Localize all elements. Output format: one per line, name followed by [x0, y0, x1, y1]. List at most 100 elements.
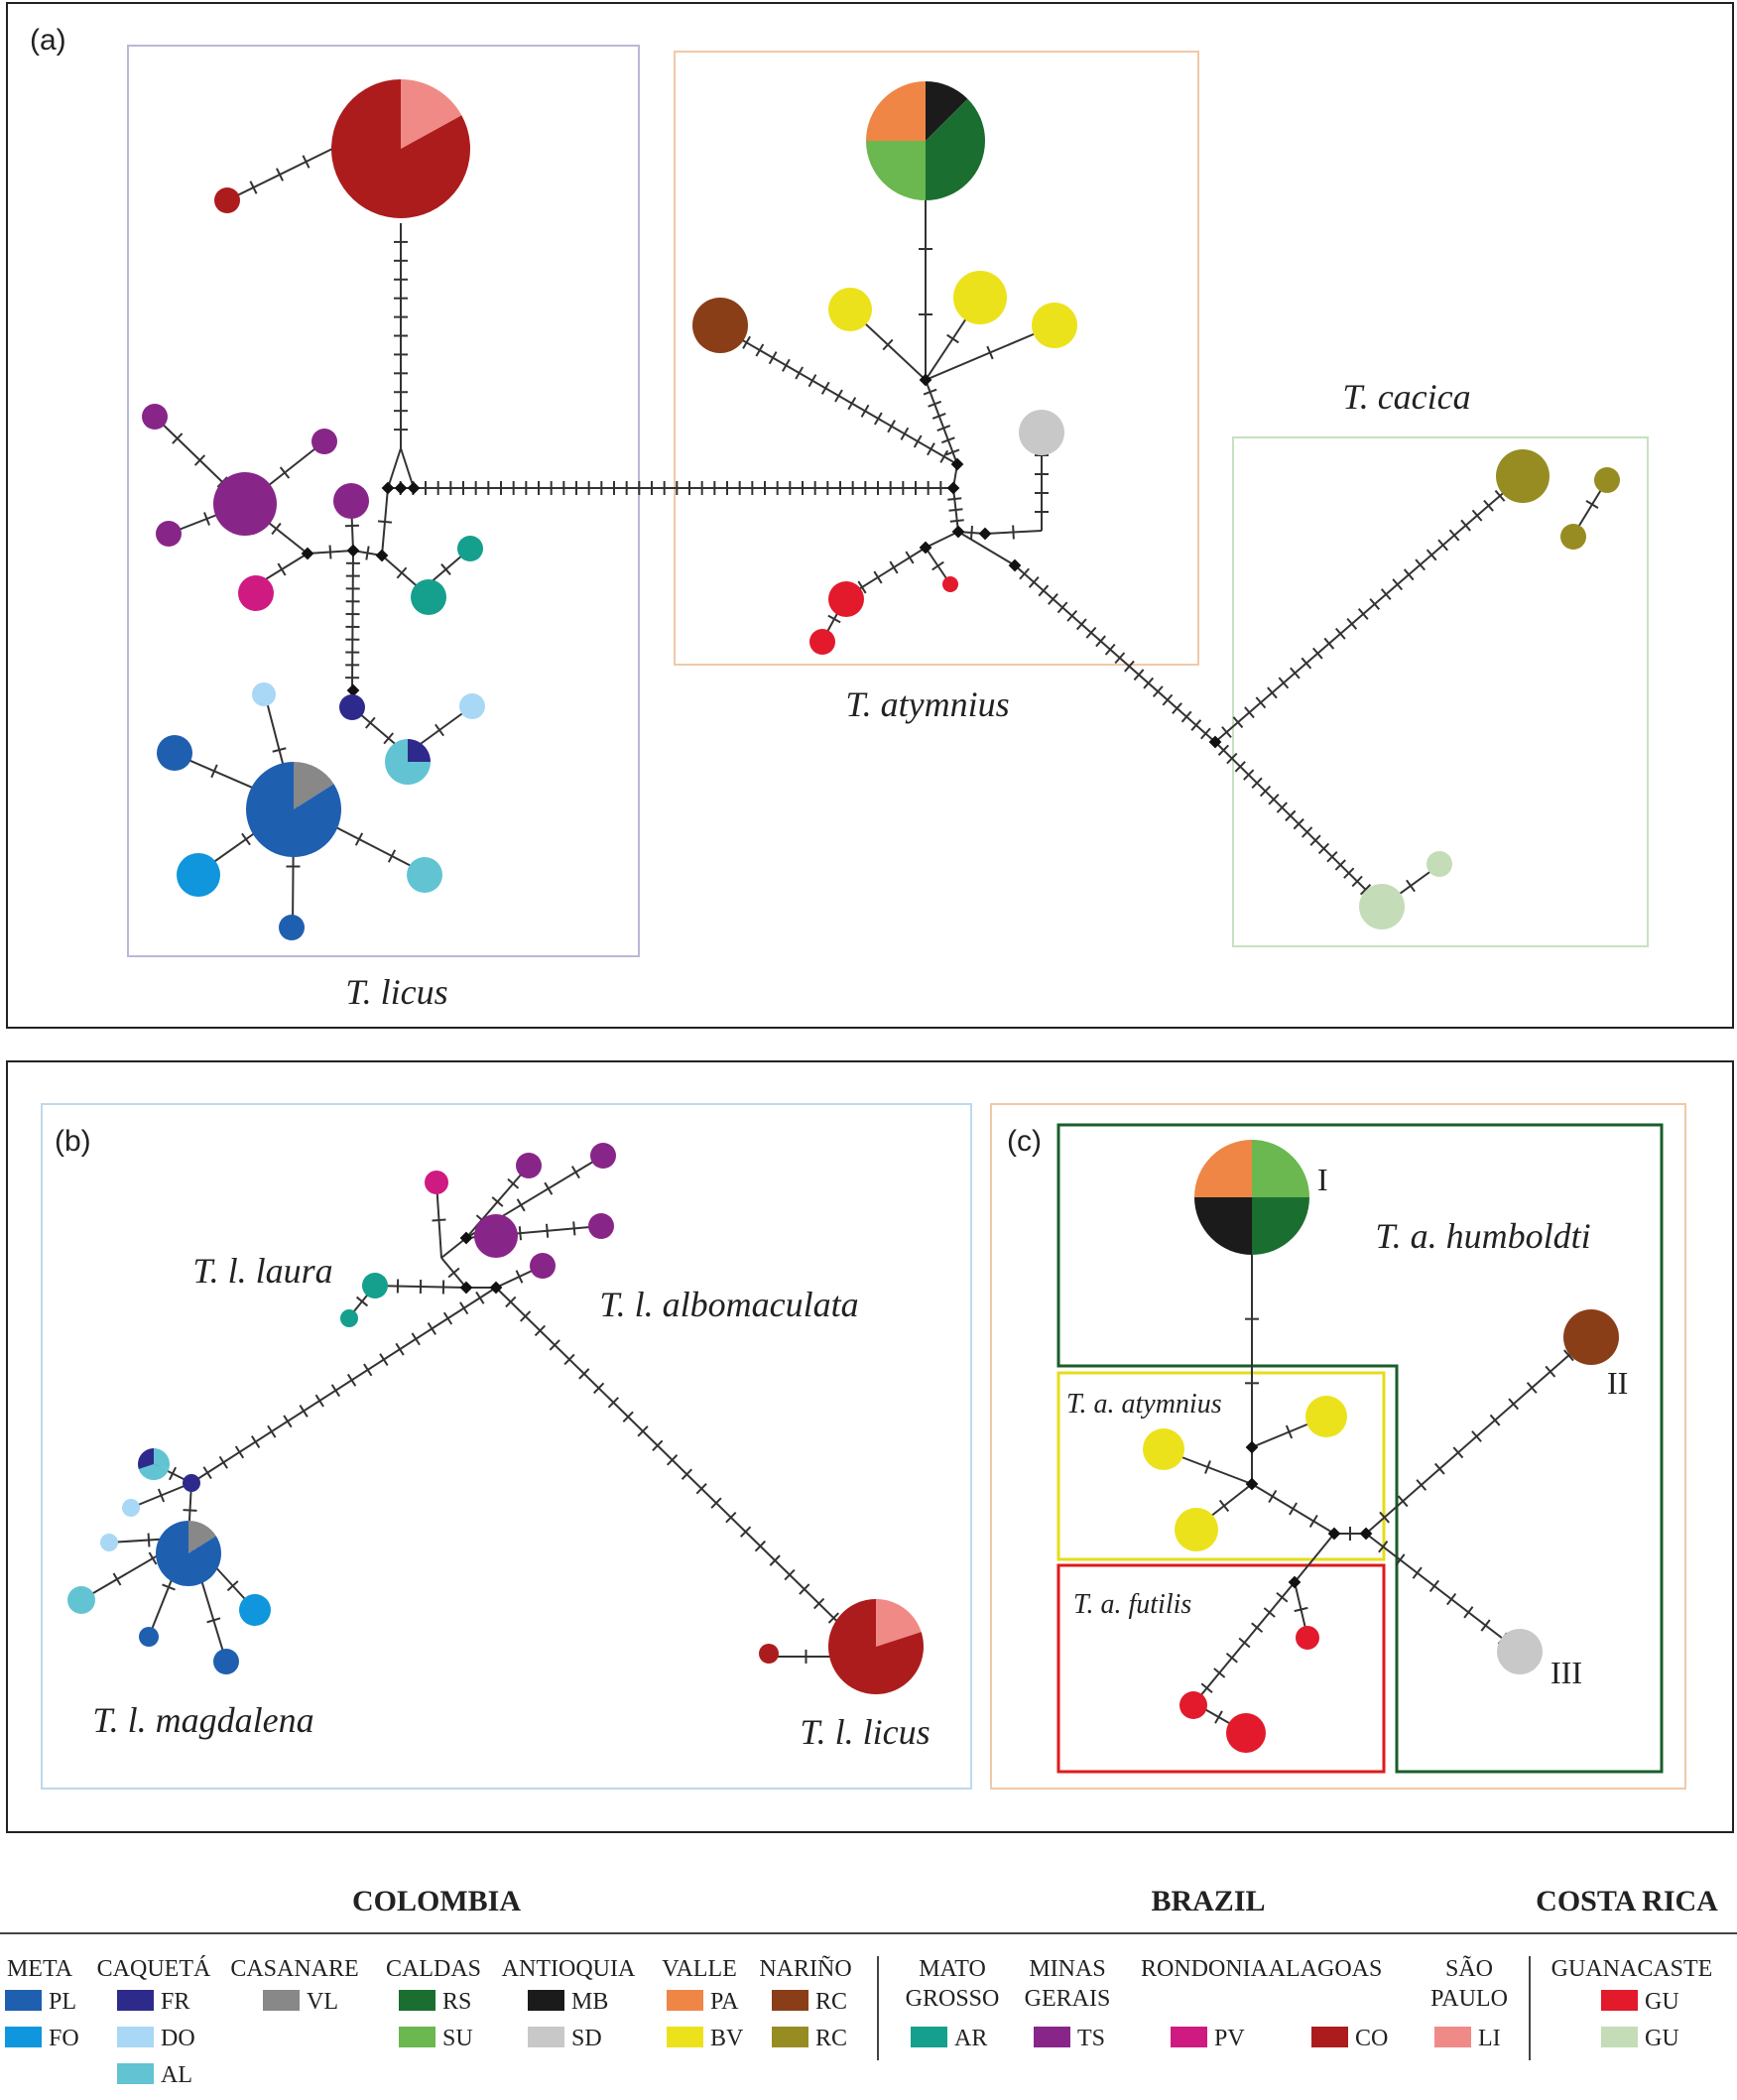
mutation-tick [148, 1551, 158, 1565]
mutation-tick [1302, 826, 1313, 838]
haplotype-pie-slice [866, 141, 926, 200]
mutation-tick [1172, 702, 1182, 715]
mutation-tick [945, 448, 960, 456]
mutation-tick [948, 508, 963, 512]
mutation-tick [1217, 744, 1230, 756]
legend-region-name: RONDONIA [1141, 1956, 1269, 1982]
legend-swatch [772, 1990, 808, 2011]
mutation-tick [939, 449, 949, 463]
label-t-l-magdalena: T. l. magdalena [92, 1700, 313, 1740]
haplotype-node [530, 1253, 556, 1279]
median-vector-node [1359, 1527, 1373, 1541]
haplotype-node [333, 483, 369, 519]
network-a [142, 79, 1620, 940]
haplotype-node [457, 536, 483, 561]
haplotype-pie-slice [827, 1599, 924, 1695]
mutation-tick [218, 1455, 228, 1469]
mutation-tick [314, 1394, 324, 1408]
haplotype-node [339, 694, 365, 720]
panel-c-box [990, 1103, 1686, 1790]
legend-swatch [5, 2027, 42, 2047]
mutation-tick [1012, 525, 1015, 540]
mutation-tick [411, 1332, 421, 1346]
legend-code-label: PV [1214, 2026, 1245, 2051]
legend-region-name: MINAS [1029, 1956, 1105, 1982]
mutation-tick [491, 1196, 504, 1207]
haplotype-node [692, 298, 748, 353]
network-edge [925, 531, 959, 549]
legend-region-name: NARIÑO [759, 1956, 851, 1982]
mutation-tick [549, 1339, 560, 1351]
mutation-tick [172, 432, 184, 444]
mutation-tick [1563, 1349, 1574, 1362]
haplotype-pie-slice [138, 1448, 154, 1469]
mutation-tick [1317, 842, 1330, 855]
legend-items: METAPLFOCAQUETÁFRDOALCASANAREVLCALDASRSS… [5, 1956, 1712, 2088]
legend-region-name: VALLE [662, 1956, 737, 1982]
mutation-tick [1416, 1479, 1427, 1491]
legend-country-costa-rica: COSTA RICA [1536, 1885, 1718, 1917]
legend-code-label: GU [1645, 2026, 1679, 2051]
haplotype-node [407, 857, 442, 893]
haplotype-node [1226, 1713, 1266, 1753]
mutation-tick [1379, 1511, 1390, 1524]
median-vector-node [950, 457, 964, 471]
mutation-tick [739, 1526, 752, 1538]
mutation-tick [1471, 1430, 1482, 1442]
t-cacica-box [1232, 436, 1649, 947]
legend-region-name: ANTIOQUIA [502, 1956, 636, 1982]
mutation-tick [799, 1583, 810, 1595]
legend-swatch [117, 2063, 154, 2084]
haplotype-node [67, 1586, 95, 1614]
median-vector-node [346, 544, 360, 557]
haplotype-pie-slice [876, 1599, 922, 1647]
legend-code-label: LI [1478, 2026, 1501, 2051]
mutation-tick [395, 1342, 405, 1356]
legend-code-label: SD [571, 2026, 602, 2051]
median-vector-node [1245, 1477, 1259, 1491]
mutation-tick [782, 358, 791, 372]
mutation-tick [377, 520, 393, 524]
haplotype-node [139, 1627, 159, 1647]
mutation-tick [1463, 1606, 1474, 1619]
mutation-tick [931, 560, 944, 571]
median-vector-node [1288, 1575, 1302, 1589]
legend-region-name: CASANARE [230, 1956, 358, 1982]
mutation-tick [936, 425, 951, 432]
mutation-tick [1232, 716, 1244, 729]
network-edge [1294, 1533, 1335, 1583]
mutation-tick [267, 1424, 277, 1438]
t-a-atymnius-box [1056, 1371, 1386, 1561]
legend-code-label: PA [710, 1989, 739, 2015]
mutation-tick [440, 563, 451, 575]
mutation-tick [710, 1497, 722, 1509]
mutation-tick [251, 1435, 261, 1448]
haplotype-node [177, 853, 220, 897]
mutation-tick [299, 1404, 309, 1418]
legend-region-name: SÃO [1445, 1956, 1493, 1982]
mutation-tick [344, 524, 360, 528]
network-edge [957, 531, 1016, 566]
t-a-humboldti-box [1056, 1123, 1664, 1774]
legend-code-label: BV [710, 2026, 744, 2051]
haplotype-node [183, 1474, 200, 1492]
mutation-tick [820, 381, 830, 395]
mutation-tick [1251, 1622, 1264, 1633]
label-t-a-futilis: T. a. futilis [1073, 1589, 1191, 1620]
mutation-tick [534, 1324, 547, 1337]
haplotype-node [252, 682, 276, 706]
legend-code-label: PL [49, 1989, 76, 2015]
haplotype-node [1497, 1629, 1543, 1674]
panel-a: (a) T. licus T. atymnius T. cacica [6, 2, 1734, 1029]
mutation-tick [1234, 761, 1246, 773]
legend-country-brazil: BRAZIL [1151, 1885, 1265, 1917]
haplotype-pie-slice [926, 98, 985, 141]
mutation-tick [1104, 643, 1116, 656]
mutation-tick [807, 374, 817, 388]
mutation-tick [1480, 1619, 1491, 1632]
mutation-tick [1378, 1541, 1389, 1553]
haplotype-node [213, 1649, 239, 1674]
mutation-tick [545, 1223, 550, 1238]
mutation-tick [1412, 1566, 1423, 1579]
haplotype-node [311, 429, 337, 454]
